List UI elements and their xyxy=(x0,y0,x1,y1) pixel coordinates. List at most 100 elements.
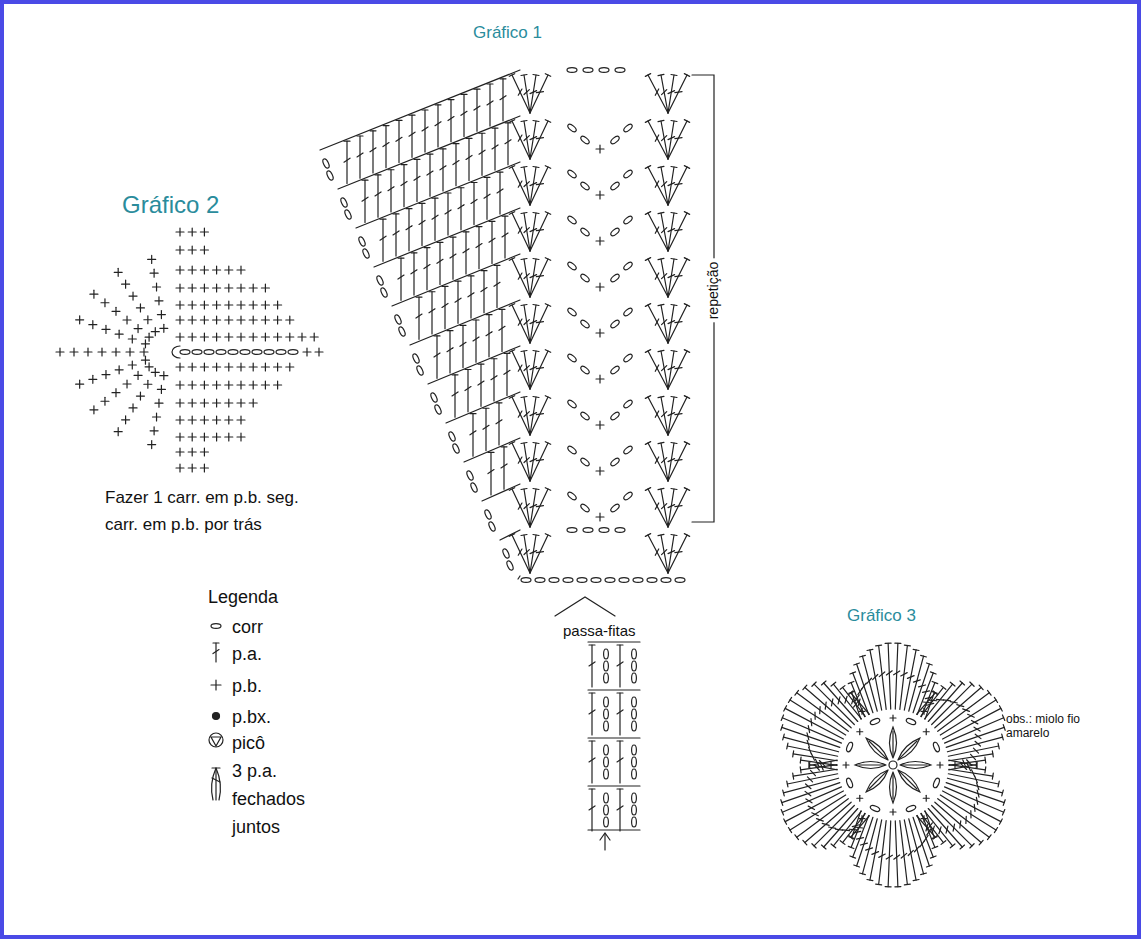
double-crochet-symbol xyxy=(524,228,529,233)
double-crochet-symbol xyxy=(512,397,530,435)
double-crochet-symbol xyxy=(894,671,900,675)
double-crochet-symbol xyxy=(545,442,550,445)
chain-symbol xyxy=(448,431,457,442)
double-crochet-symbol xyxy=(810,719,812,726)
single-crochet-symbol xyxy=(228,301,229,309)
double-crochet-symbol xyxy=(648,443,668,481)
double-crochet-symbol xyxy=(814,712,815,719)
cluster-symbol xyxy=(869,771,887,789)
double-crochet-symbol xyxy=(499,309,505,310)
double-crochet-symbol xyxy=(932,806,972,846)
single-crochet-symbol xyxy=(129,348,130,356)
chain-symbol xyxy=(604,745,609,755)
double-crochet-symbol xyxy=(377,175,378,217)
double-crochet-symbol xyxy=(530,183,537,186)
double-crochet-symbol xyxy=(447,330,453,331)
double-crochet-symbol xyxy=(879,672,884,677)
double-crochet-symbol xyxy=(655,457,658,463)
double-crochet-symbol xyxy=(992,751,994,757)
double-crochet-symbol xyxy=(452,392,458,396)
double-crochet-symbol xyxy=(867,649,873,650)
chain-symbol xyxy=(535,578,545,583)
chain-symbol xyxy=(604,721,609,731)
double-crochet-symbol xyxy=(913,649,919,650)
double-crochet-symbol xyxy=(463,249,469,253)
double-crochet-symbol xyxy=(848,846,854,848)
double-crochet-symbol xyxy=(992,773,994,779)
double-crochet-symbol xyxy=(447,348,453,352)
chain-symbol xyxy=(633,578,643,583)
chain-turn xyxy=(172,346,180,358)
single-crochet-symbol xyxy=(179,464,180,472)
double-crochet-symbol xyxy=(923,701,930,703)
double-crochet-symbol xyxy=(928,823,932,829)
double-crochet-symbol xyxy=(662,366,667,371)
double-crochet-symbol xyxy=(668,489,687,527)
chain-symbol xyxy=(567,215,578,225)
double-crochet-symbol xyxy=(442,149,443,191)
single-crochet-symbol xyxy=(265,333,266,341)
double-crochet-symbol xyxy=(801,760,837,765)
chart-title: Gráfico 2 xyxy=(122,190,219,219)
single-crochet-symbol xyxy=(148,333,149,341)
double-crochet-symbol xyxy=(463,231,469,232)
single-crochet-symbol xyxy=(861,708,862,714)
double-crochet-symbol xyxy=(512,535,530,573)
chain-symbol xyxy=(216,350,226,355)
double-crochet-symbol xyxy=(675,229,682,231)
double-crochet-symbol xyxy=(820,764,823,771)
double-crochet-symbol xyxy=(850,856,856,858)
single-crochet-symbol xyxy=(156,283,157,291)
single-crochet-symbol xyxy=(289,363,290,371)
chain-symbol xyxy=(632,661,637,671)
double-crochet-symbol xyxy=(524,458,529,463)
double-crochet-symbol xyxy=(470,276,471,318)
chain-symbol xyxy=(488,521,497,532)
double-crochet-symbol xyxy=(943,699,950,701)
double-crochet-symbol xyxy=(521,74,527,76)
double-crochet-symbol xyxy=(411,252,417,253)
single-crochet-symbol xyxy=(859,795,860,801)
chain-symbol xyxy=(240,350,250,355)
double-crochet-symbol xyxy=(876,884,882,886)
single-crochet-symbol xyxy=(154,269,155,277)
double-crochet-symbol xyxy=(487,83,493,84)
double-crochet-symbol xyxy=(807,777,812,782)
double-crochet-symbol xyxy=(949,754,993,761)
single-crochet-symbol xyxy=(301,333,302,341)
double-crochet-symbol xyxy=(925,811,953,846)
cluster-symbol xyxy=(898,770,920,792)
double-crochet-symbol xyxy=(481,288,487,292)
double-crochet-symbol xyxy=(470,431,476,435)
double-crochet-symbol xyxy=(617,788,623,789)
single-crochet-symbol xyxy=(179,433,180,441)
double-crochet-symbol xyxy=(684,442,689,445)
chain-symbol xyxy=(632,817,637,827)
double-crochet-symbol xyxy=(809,762,810,768)
double-crochet-symbol xyxy=(886,671,892,675)
chain-symbol xyxy=(340,197,349,208)
single-crochet-symbol xyxy=(228,416,229,424)
double-crochet-symbol xyxy=(843,814,866,843)
double-crochet-symbol xyxy=(481,270,487,271)
double-crochet-symbol xyxy=(524,90,529,95)
chain-symbol xyxy=(567,399,578,409)
chain-symbol xyxy=(599,528,609,533)
double-crochet-symbol xyxy=(530,75,548,113)
double-crochet-symbol xyxy=(461,111,467,115)
double-crochet-symbol xyxy=(920,841,924,847)
double-crochet-symbol xyxy=(645,166,650,169)
double-crochet-symbol xyxy=(530,505,537,508)
double-crochet-symbol xyxy=(953,824,954,831)
single-crochet-symbol xyxy=(228,363,229,371)
double-crochet-symbol xyxy=(462,325,463,367)
chain-symbol xyxy=(623,307,634,317)
double-crochet-symbol xyxy=(939,827,941,834)
double-crochet-symbol xyxy=(591,693,592,735)
single-crochet-symbol xyxy=(892,809,893,815)
double-crochet-symbol xyxy=(648,351,668,389)
double-crochet-symbol xyxy=(998,781,999,787)
single-crochet-symbol xyxy=(179,316,180,324)
chain-symbol xyxy=(610,411,621,421)
double-crochet-symbol xyxy=(434,198,435,240)
